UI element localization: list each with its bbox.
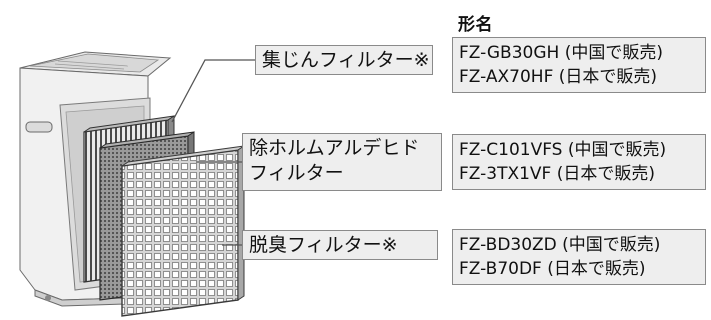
formaldehyde-filter-label: 除ホルムアルデヒド フィルター: [242, 133, 442, 191]
dust-filter-name: 集じんフィルター※: [262, 49, 430, 71]
model-japan: FZ-B70DF (日本で販売): [459, 259, 646, 279]
model-japan: FZ-AX70HF (日本で販売): [459, 67, 658, 87]
deodorizing-filter-name: 脱臭フィルター※: [249, 234, 398, 256]
dust-filter-models: FZ-GB30GH (中国で販売) FZ-AX70HF (日本で販売): [452, 37, 706, 93]
model-number-header: 形名: [458, 15, 493, 35]
formaldehyde-filter-name-line2: フィルター: [249, 162, 344, 184]
formaldehyde-filter-models: FZ-C101VFS (中国で販売) FZ-3TX1VF (日本で販売): [452, 134, 706, 190]
dust-filter-label: 集じんフィルター※: [255, 45, 433, 75]
leader-lines: [171, 59, 255, 246]
model-china: FZ-GB30GH (中国で販売): [459, 43, 663, 63]
model-china: FZ-C101VFS (中国で販売): [459, 140, 667, 160]
model-japan: FZ-3TX1VF (日本で販売): [459, 164, 655, 184]
deodorizing-filter-models: FZ-BD30ZD (中国で販売) FZ-B70DF (日本で販売): [452, 229, 706, 285]
deodorizing-filter-label: 脱臭フィルター※: [242, 230, 438, 260]
formaldehyde-filter-name-line1: 除ホルムアルデヒド: [249, 137, 420, 159]
deodorizing-filter: [121, 145, 245, 317]
model-china: FZ-BD30ZD (中国で販売): [459, 235, 661, 255]
